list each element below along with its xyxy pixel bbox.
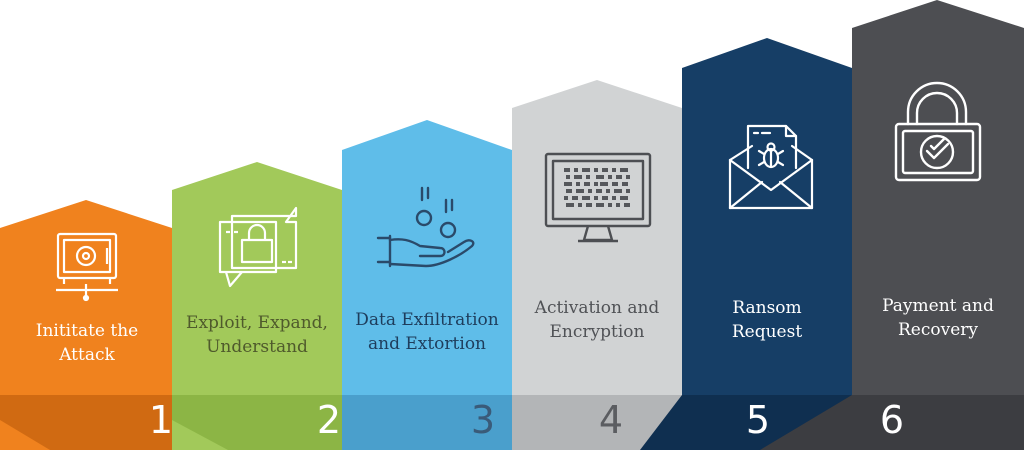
- step-3-band: [342, 395, 512, 450]
- step-1-number: 1: [148, 398, 174, 442]
- step-5-banner: [682, 38, 852, 450]
- step-5-number: 5: [745, 398, 771, 442]
- step-4-label: Activation and Encryption: [534, 298, 660, 342]
- step-1-label: Inititate the Attack: [35, 321, 139, 365]
- step-5-label: Ransom Request: [731, 298, 803, 342]
- step-4-banner: [512, 80, 682, 450]
- safe-icon: [56, 232, 118, 302]
- step-6-number: 6: [879, 398, 905, 442]
- step-3-banner: [342, 120, 512, 450]
- step-2-label: Exploit, Expand, Understand: [186, 313, 328, 357]
- padlock-check-icon: [894, 81, 982, 182]
- step-1-band: [0, 395, 228, 450]
- chat-lock-icon: [218, 206, 298, 288]
- step-2-banner: [172, 162, 342, 450]
- step-6-band: [760, 395, 1024, 450]
- step-3-number: 3: [470, 398, 496, 442]
- step-6-label: Payment and Recovery: [882, 296, 994, 340]
- step-1-banner: [0, 200, 172, 450]
- step-2-number: 2: [316, 398, 342, 442]
- step-6-banner: [852, 0, 1024, 450]
- step-4-band: [512, 395, 682, 450]
- malware-envelope-icon: [728, 124, 814, 210]
- hand-coins-icon: [376, 186, 475, 268]
- step-2-band: [172, 395, 342, 450]
- step-3-label: Data Exfiltration and Extortion: [355, 310, 499, 354]
- encrypted-monitor-icon: [544, 152, 652, 243]
- step-4-number: 4: [598, 398, 624, 442]
